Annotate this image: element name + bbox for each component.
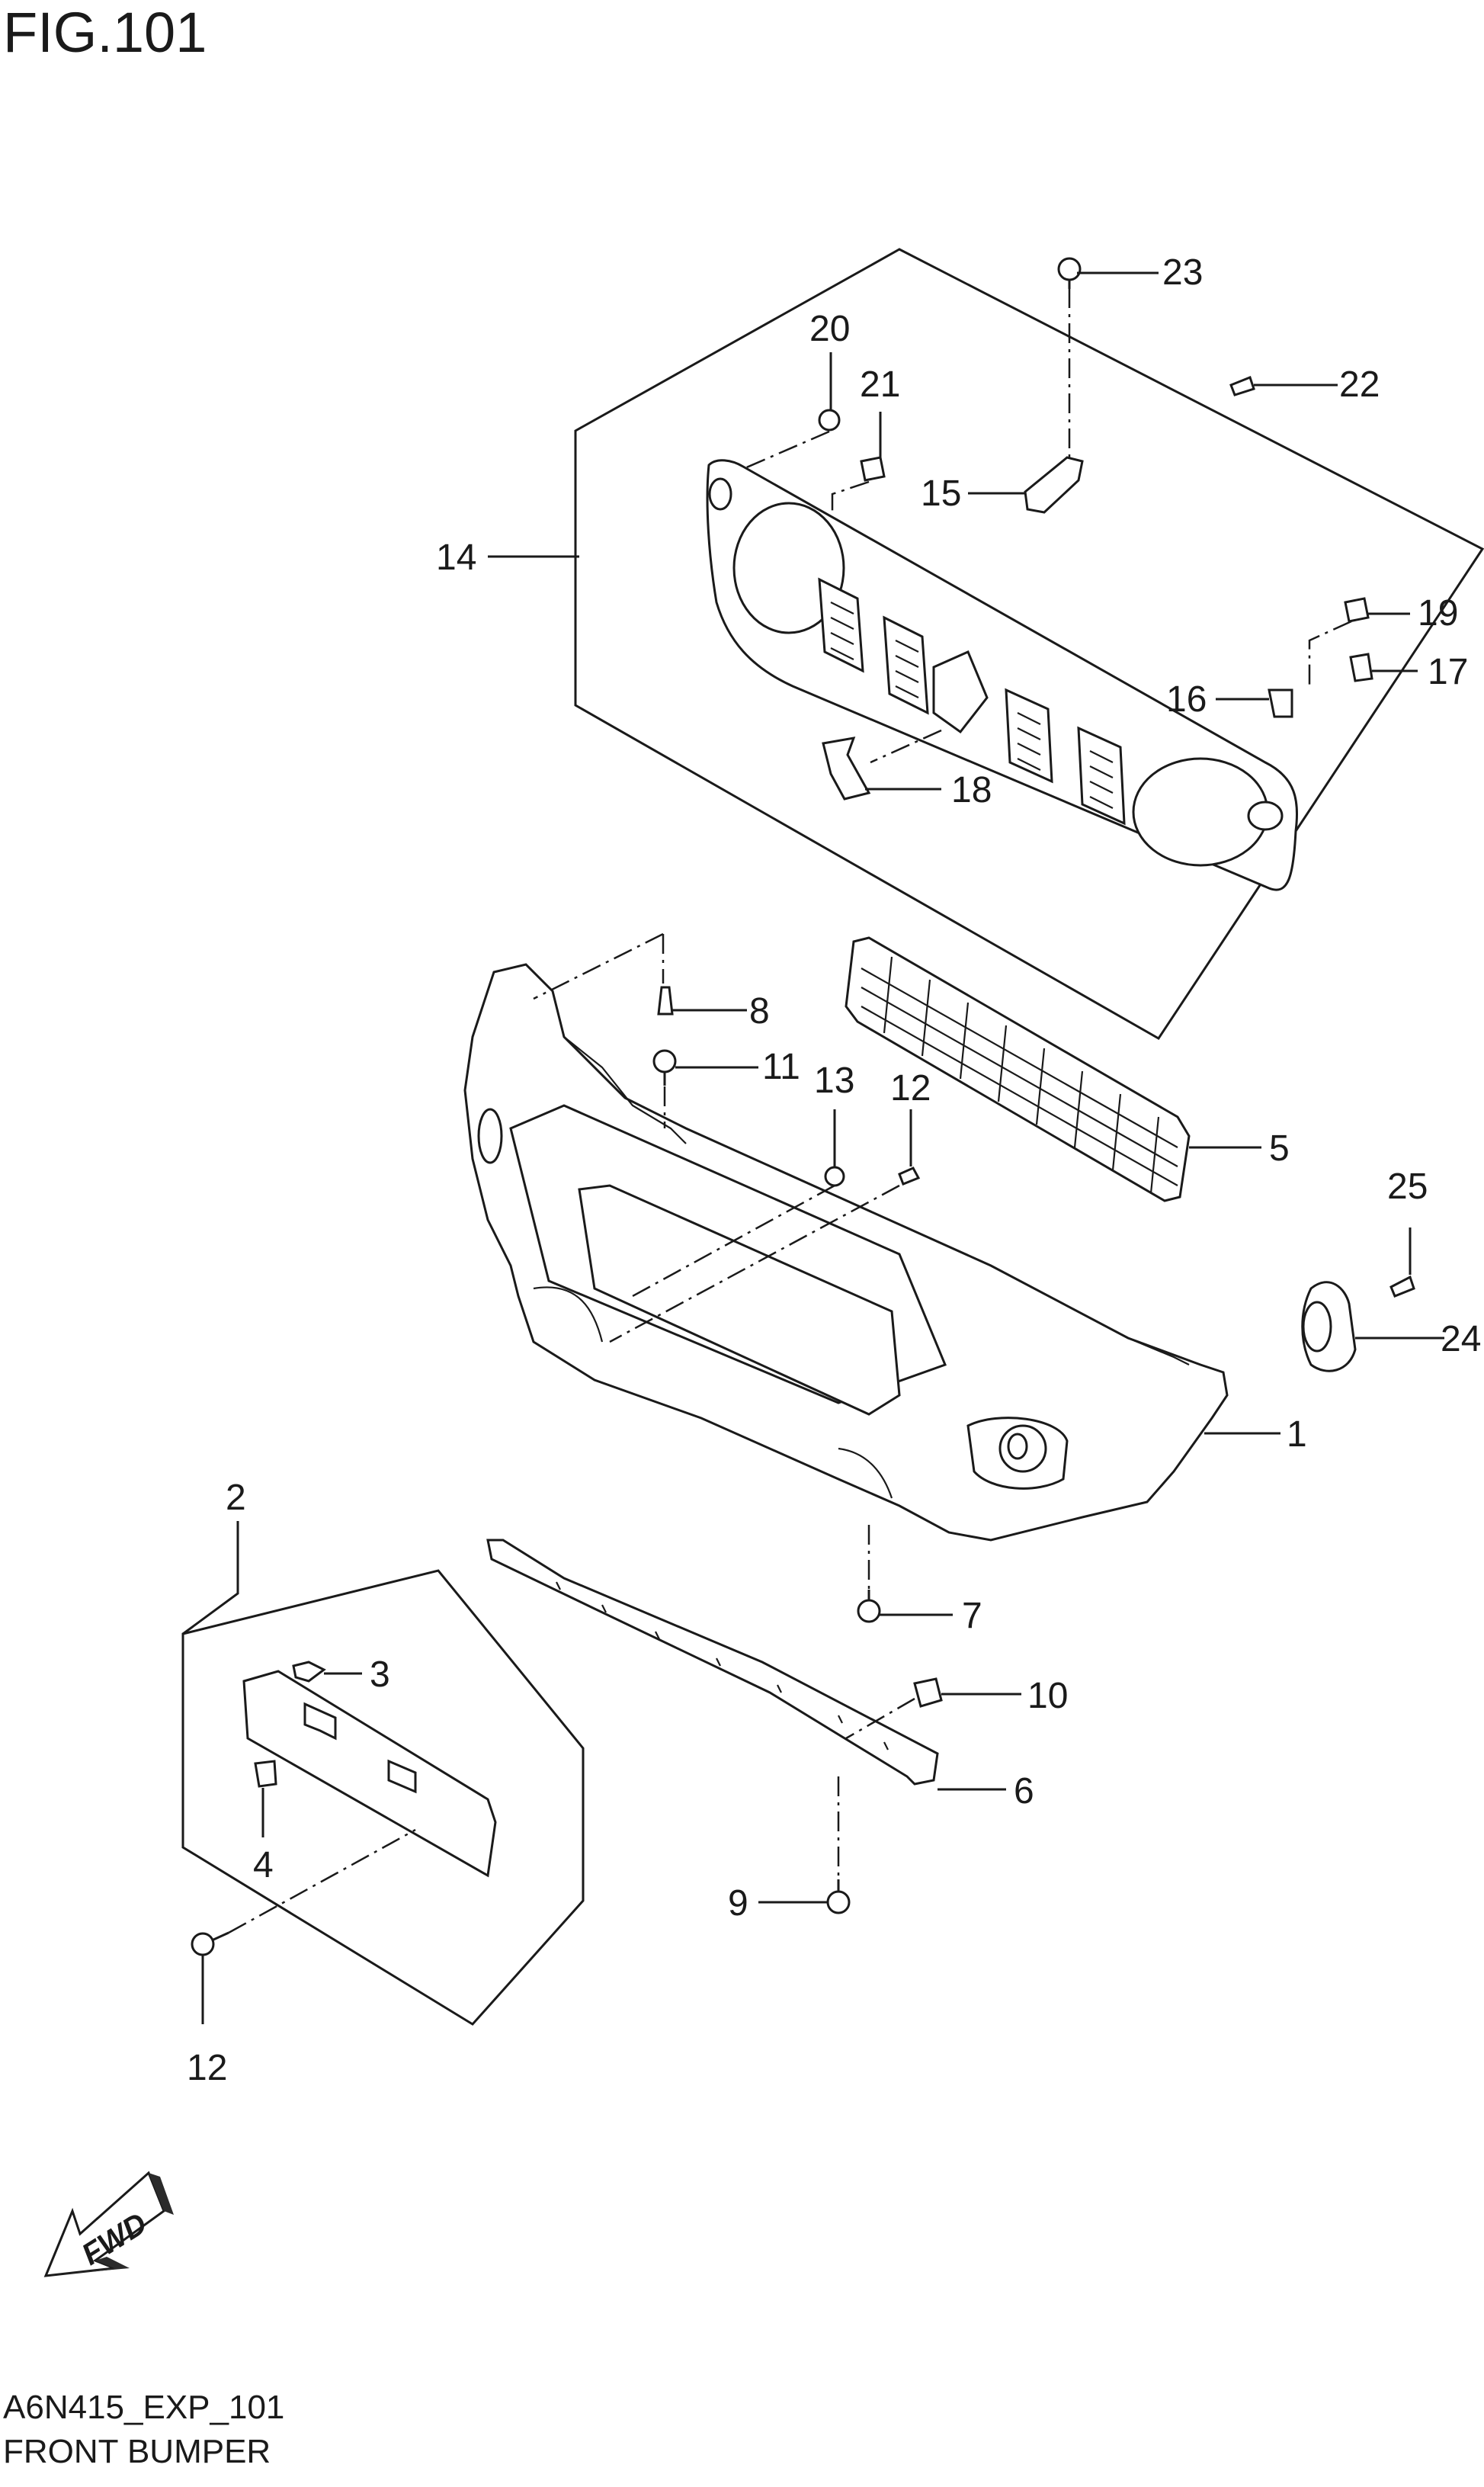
callout-8: 8 bbox=[749, 991, 770, 1032]
front-bumper bbox=[463, 963, 1229, 1542]
screw-11 bbox=[652, 1049, 677, 1086]
screw-12-lower bbox=[191, 1931, 229, 1956]
screw-12-upper bbox=[898, 1166, 921, 1186]
callout-22: 22 bbox=[1339, 364, 1380, 405]
callout-15: 15 bbox=[921, 473, 961, 514]
lower-strip bbox=[486, 1539, 939, 1786]
callout-2: 2 bbox=[226, 1478, 246, 1518]
callout-20: 20 bbox=[809, 309, 850, 349]
clip-3 bbox=[292, 1661, 326, 1683]
callout-25: 25 bbox=[1387, 1166, 1428, 1207]
callout-10: 10 bbox=[1027, 1676, 1068, 1716]
clip-16 bbox=[1268, 688, 1293, 718]
horn-24 bbox=[1301, 1281, 1357, 1372]
emblem-18 bbox=[822, 736, 871, 801]
clip-17 bbox=[1349, 653, 1373, 682]
nut-13 bbox=[824, 1166, 845, 1187]
callout-13: 13 bbox=[814, 1061, 854, 1101]
screw-8 bbox=[657, 986, 674, 1016]
screw-22 bbox=[1229, 376, 1255, 396]
callout-23: 23 bbox=[1162, 252, 1203, 293]
callout-11: 11 bbox=[762, 1047, 800, 1087]
callout-12-upper: 12 bbox=[890, 1068, 931, 1109]
callout-24: 24 bbox=[1441, 1319, 1481, 1359]
screw-21 bbox=[860, 456, 886, 482]
screw-20 bbox=[818, 396, 841, 432]
callout-6: 6 bbox=[1014, 1771, 1034, 1811]
grille-assembly-box bbox=[574, 248, 1484, 1040]
clip-10 bbox=[913, 1677, 943, 1708]
figure-title: FIG.101 bbox=[3, 1, 207, 64]
callout-1: 1 bbox=[1287, 1414, 1307, 1455]
callout-5: 5 bbox=[1269, 1128, 1290, 1169]
callout-3: 3 bbox=[370, 1654, 390, 1695]
callout-18: 18 bbox=[951, 770, 992, 810]
nut-4 bbox=[254, 1760, 277, 1788]
screw-25 bbox=[1389, 1275, 1415, 1298]
callout-4: 4 bbox=[253, 1845, 274, 1885]
fwd-arrow-icon: FWD bbox=[43, 2171, 174, 2277]
leader-lines bbox=[182, 271, 1444, 2024]
callout-labels: 23 20 21 22 15 14 19 17 16 18 8 11 13 12… bbox=[187, 252, 1481, 2088]
screw-9 bbox=[826, 1879, 851, 1914]
screw-19 bbox=[1344, 597, 1370, 623]
front-grille bbox=[706, 459, 1299, 891]
callout-14: 14 bbox=[436, 538, 476, 578]
callout-21: 21 bbox=[860, 364, 900, 405]
lower-grille bbox=[845, 936, 1191, 1202]
callout-9: 9 bbox=[728, 1883, 748, 1924]
callout-16: 16 bbox=[1166, 679, 1207, 720]
callout-19: 19 bbox=[1418, 593, 1458, 634]
clip-23 bbox=[1057, 257, 1082, 289]
screw-7 bbox=[857, 1590, 881, 1623]
bracket-15 bbox=[1024, 456, 1084, 514]
diagram-code: A6N415_EXP_101 bbox=[3, 2389, 285, 2426]
callout-7: 7 bbox=[962, 1596, 982, 1636]
license-plate-bracket bbox=[242, 1670, 497, 1878]
license-bracket-box bbox=[181, 1569, 585, 2026]
callout-17: 17 bbox=[1428, 652, 1468, 692]
diagram-caption: FRONT BUMPER bbox=[3, 2433, 271, 2470]
callout-12-lower: 12 bbox=[187, 2048, 227, 2088]
